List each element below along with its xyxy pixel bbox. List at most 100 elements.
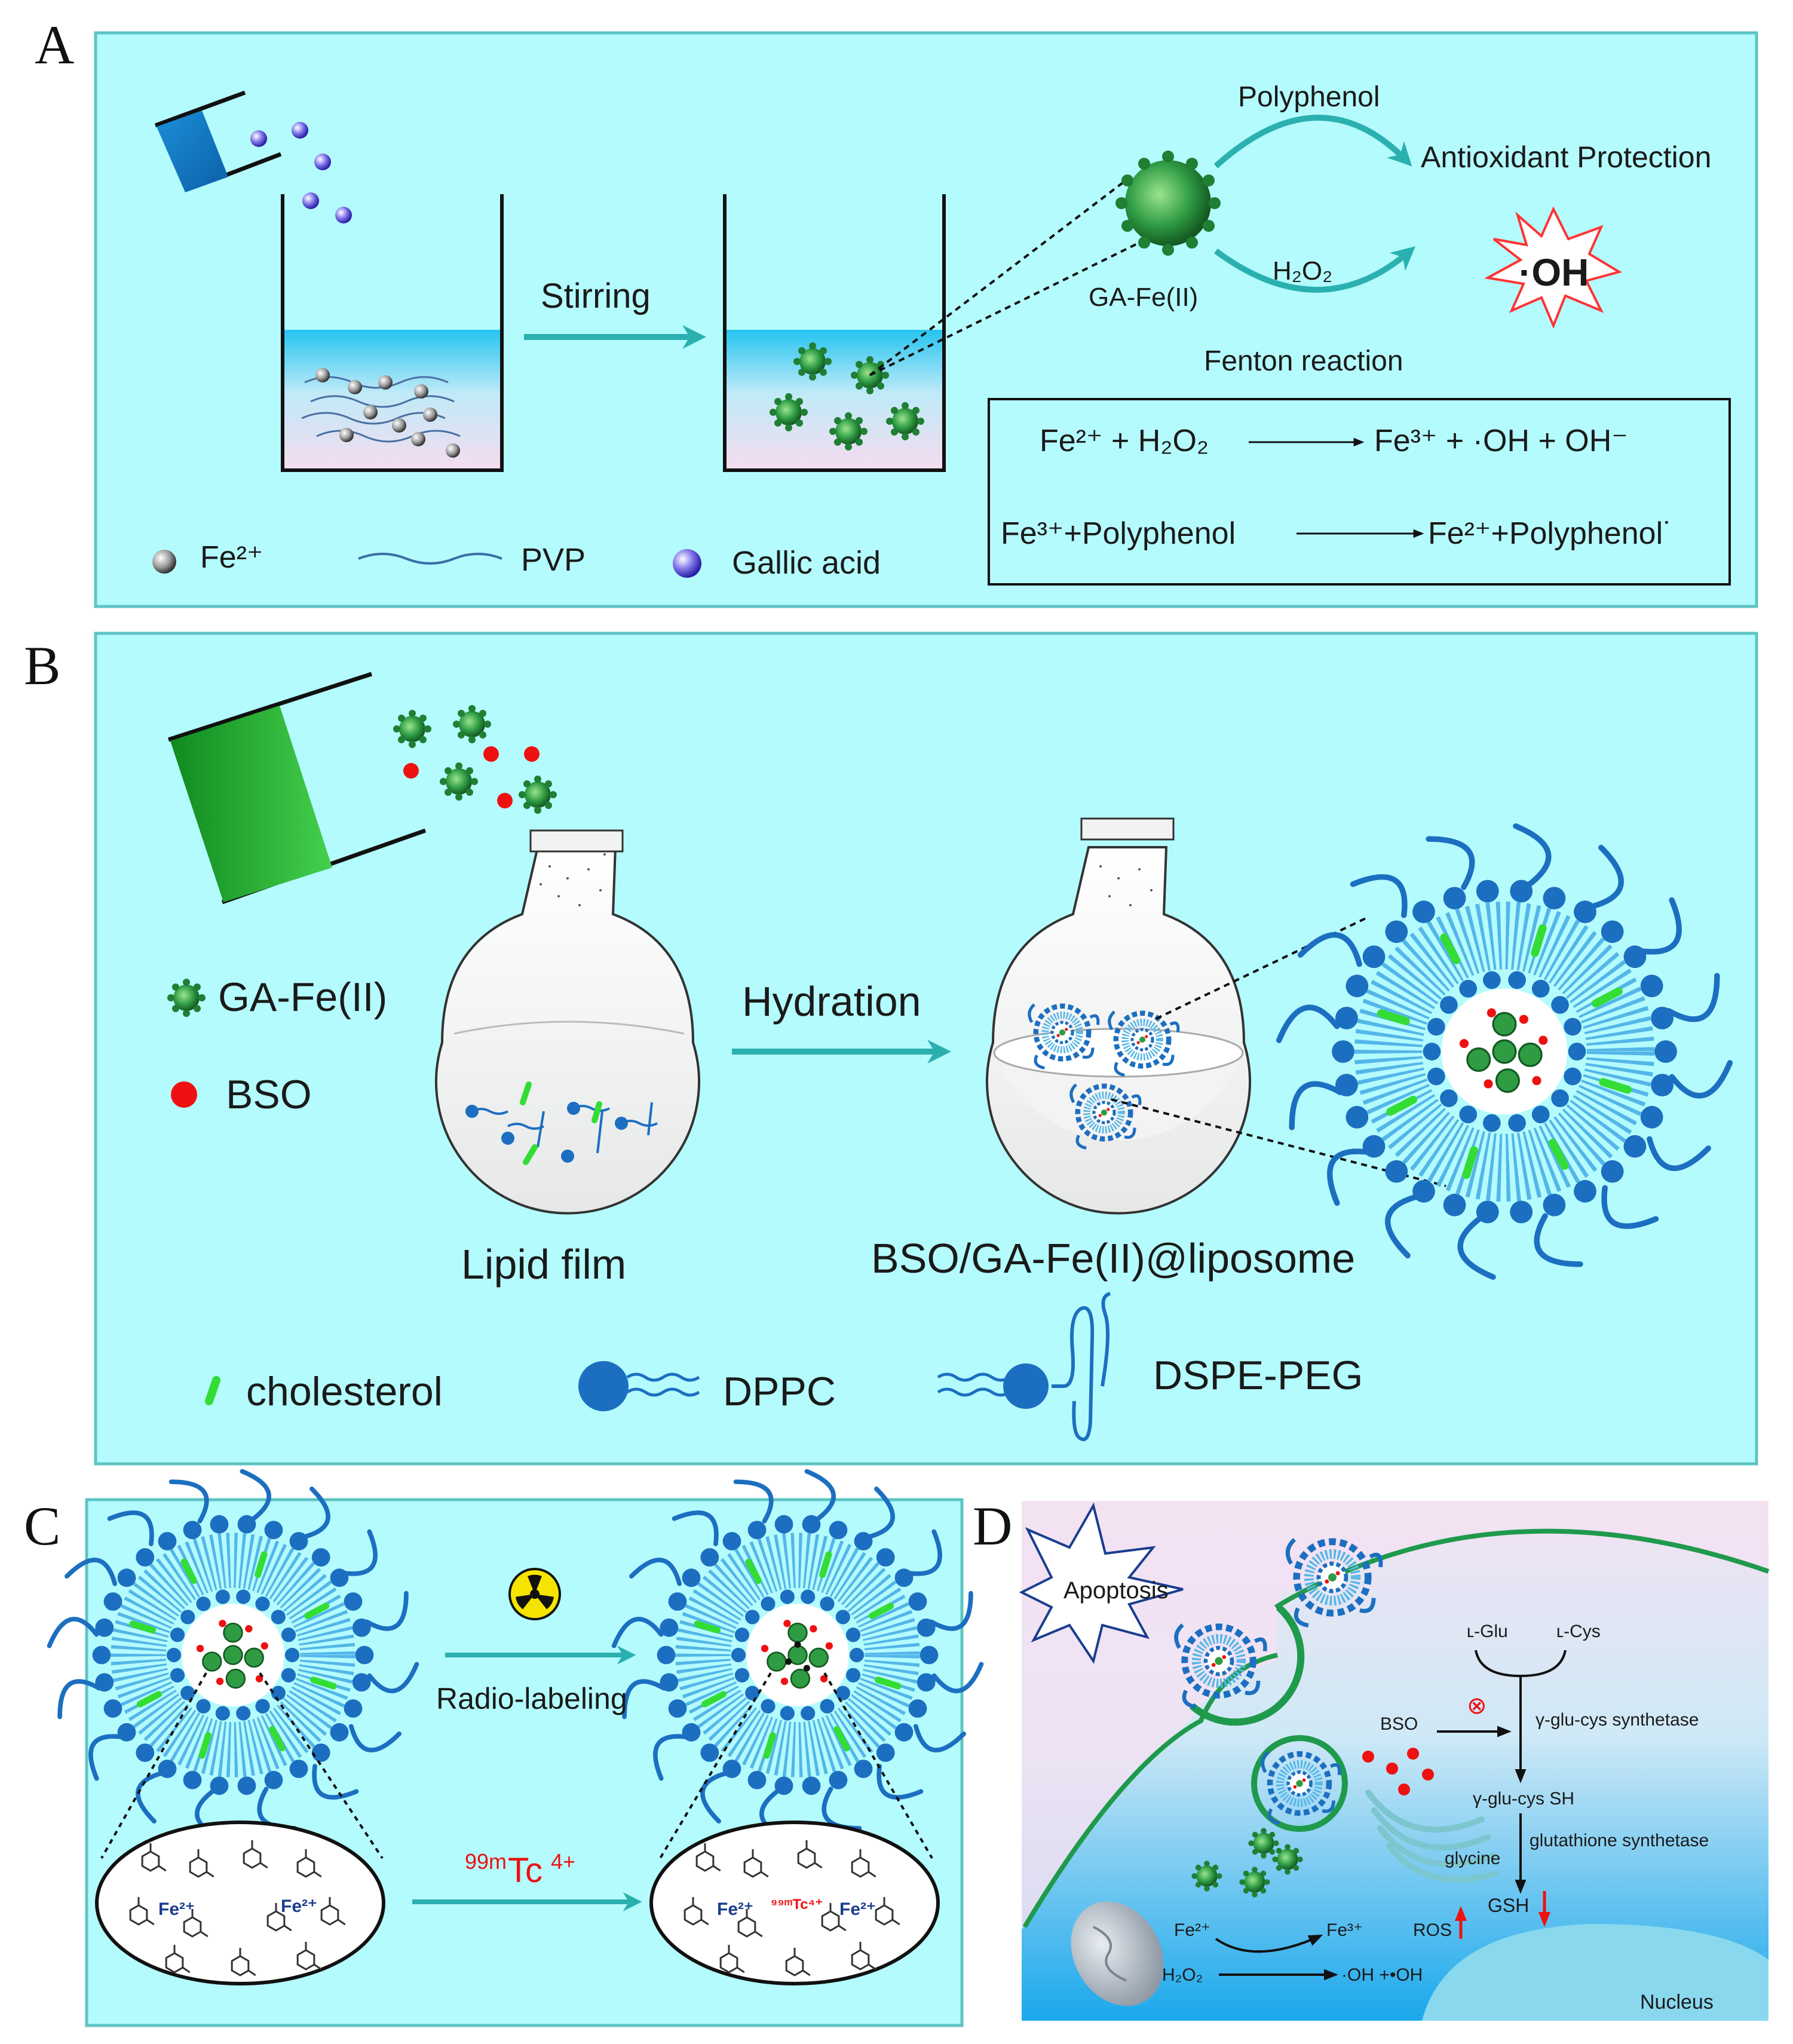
- radiolabel-label: Radio-labeling: [436, 1682, 627, 1715]
- legend-pvp-line: [358, 553, 502, 565]
- tc-charge-label: 4+: [551, 1849, 575, 1874]
- d-ros-label: ROS: [1413, 1920, 1452, 1940]
- gallic-molecules-right: [684, 1840, 900, 1976]
- legend-cholesterol-label: cholesterol: [246, 1369, 443, 1414]
- apoptosis-label: Apoptosis: [1063, 1577, 1169, 1604]
- nucleus-label: Nucleus: [1640, 1991, 1714, 2014]
- legend-fe-sphere: [152, 550, 176, 574]
- zoom-c-left-a: [100, 1672, 207, 1859]
- fenton-label: Fenton reaction: [1204, 345, 1403, 377]
- gallic-acid-particles: [250, 122, 352, 223]
- d-oh-label: ·OH +•OH: [1341, 1965, 1423, 1985]
- endosome: [1251, 1735, 1348, 1832]
- golgi-apparatus: [1365, 1789, 1500, 1883]
- product-label: BSO/GA-Fe(II)@liposome: [871, 1235, 1355, 1282]
- lglu-label: ʟ-Glu: [1467, 1622, 1508, 1641]
- zoom-c-left-b: [259, 1672, 384, 1859]
- flask-lipid-film: [435, 829, 700, 1215]
- radiation-icon: [508, 1568, 561, 1620]
- legend-gafe-label: GA-Fe(II): [218, 974, 387, 1020]
- equation-2-left: Fe³⁺+Polyphenol: [1001, 516, 1236, 551]
- flask-liposome: [986, 817, 1251, 1215]
- liposome-large: [1276, 823, 1733, 1280]
- zoom-c-right-b: [823, 1672, 933, 1859]
- legend-dspe-peg-label: DSPE-PEG: [1153, 1353, 1363, 1398]
- fe-right-1: Fe²⁺: [717, 1899, 753, 1919]
- polyphenol-arrow: [1213, 114, 1412, 168]
- h2o2-arrow: [1214, 246, 1416, 293]
- gafe-nanoparticle: [1115, 151, 1221, 256]
- panel-c: C Radio-labeling Fe²⁺ Fe²⁺ Fe²⁺ Fe²⁺ ⁹⁹ᵐ…: [24, 1469, 984, 2027]
- mitochondrion: [1071, 1901, 1164, 2006]
- panel-a-letter: A: [35, 14, 74, 75]
- zoom-line-bottom: [869, 229, 1166, 376]
- equation-2-right: Fe²⁺+Polyphenol˙: [1428, 516, 1673, 551]
- zoom-c-right-a: [659, 1672, 772, 1859]
- panel-a: A: [35, 14, 1758, 608]
- hydroxyl-label: ·OH: [1519, 251, 1589, 294]
- bso-dots: [1362, 1748, 1434, 1795]
- drug-particles: [393, 705, 557, 814]
- tc-mass-label: 99m: [465, 1849, 507, 1874]
- legend-gallic-sphere: [673, 549, 701, 578]
- polyphenol-label: Polyphenol: [1238, 81, 1380, 113]
- zoom-line-lower: [1111, 1098, 1446, 1187]
- panel-c-letter: C: [24, 1496, 60, 1556]
- legend-bso-dot: [171, 1081, 197, 1108]
- bso-label: BSO: [1380, 1714, 1418, 1734]
- fe-right-2: Fe²⁺: [839, 1899, 876, 1919]
- legend-dppc-icon: [578, 1361, 700, 1411]
- stirring-label: Stirring: [541, 277, 651, 315]
- drug-container: [167, 672, 427, 905]
- equation-1-right: Fe³⁺ + ·OH + OH⁻: [1374, 424, 1628, 458]
- glucyssh-label: γ-glu-cys SH: [1473, 1789, 1574, 1809]
- liposome-unlabeled: [47, 1469, 419, 1841]
- d-fe2-label: Fe²⁺: [1174, 1920, 1210, 1940]
- d-h2o2-label: H₂O₂: [1162, 1965, 1203, 1985]
- hydroxyl-burst: [1484, 206, 1623, 329]
- fe-left-1: Fe²⁺: [158, 1899, 195, 1919]
- lipid-film-label: Lipid film: [461, 1241, 626, 1288]
- extracellular-space: [1022, 1501, 1769, 1930]
- equation-box: [988, 398, 1731, 586]
- molecule-ellipse-left: [95, 1821, 385, 1985]
- legend-pvp-label: PVP: [521, 542, 586, 578]
- d-fenton-curve: [1215, 1935, 1323, 1953]
- legend-gallic-label: Gallic acid: [732, 545, 881, 581]
- legend-fe-label: Fe²⁺: [200, 540, 263, 575]
- gallic-acid-container: [154, 90, 282, 192]
- tc-element-label: Tc: [508, 1851, 543, 1890]
- endocytosis-pit: [1190, 1604, 1305, 1726]
- tc-inner-label: ⁹⁹ᵐTc⁴⁺: [771, 1896, 823, 1913]
- lcys-label: ʟ-Cys: [1556, 1622, 1601, 1641]
- legend-bso-label: BSO: [226, 1072, 312, 1117]
- beaker-precursor: [281, 194, 504, 472]
- zoom-line-top: [869, 172, 1136, 376]
- d-fe3-label: Fe³⁺: [1326, 1920, 1363, 1940]
- legend-cholesterol-icon: [205, 1376, 220, 1405]
- gallic-molecules-left: [129, 1840, 346, 1976]
- molecule-ellipse-right: [649, 1821, 940, 1985]
- antioxidant-label: Antioxidant Protection: [1421, 140, 1711, 174]
- inhibit-symbol: ⊗: [1467, 1692, 1487, 1720]
- hydration-label: Hydration: [742, 978, 921, 1025]
- legend-dspe-peg-icon: [937, 1292, 1111, 1442]
- h2o2-label: H₂O₂: [1273, 256, 1332, 286]
- fe-left-2: Fe²⁺: [281, 1896, 317, 1916]
- synthetase-1-label: γ-glu-cys synthetase: [1535, 1710, 1699, 1730]
- panel-a-background: [94, 31, 1758, 608]
- nucleus: [1422, 1924, 1769, 2021]
- cell-membrane-left: [1022, 1653, 1278, 1929]
- equation-1-left: Fe²⁺ + H₂O₂: [1040, 424, 1209, 458]
- panel-b-letter: B: [24, 635, 60, 696]
- legend-dppc-label: DPPC: [723, 1369, 836, 1414]
- panel-b: B GA-Fe(II) BSO: [24, 632, 1758, 1466]
- panel-d: D Apoptosis BSO ⊗ ʟ-Gl: [973, 1496, 1770, 2021]
- synthetase-2-label: glutathione synthetase: [1530, 1831, 1709, 1850]
- gafe-label: GA-Fe(II): [1089, 283, 1198, 312]
- panel-d-letter: D: [973, 1496, 1012, 1556]
- liposome-labeled: [611, 1469, 984, 1841]
- glycine-label: glycine: [1445, 1849, 1500, 1868]
- beaker-product: [723, 194, 946, 472]
